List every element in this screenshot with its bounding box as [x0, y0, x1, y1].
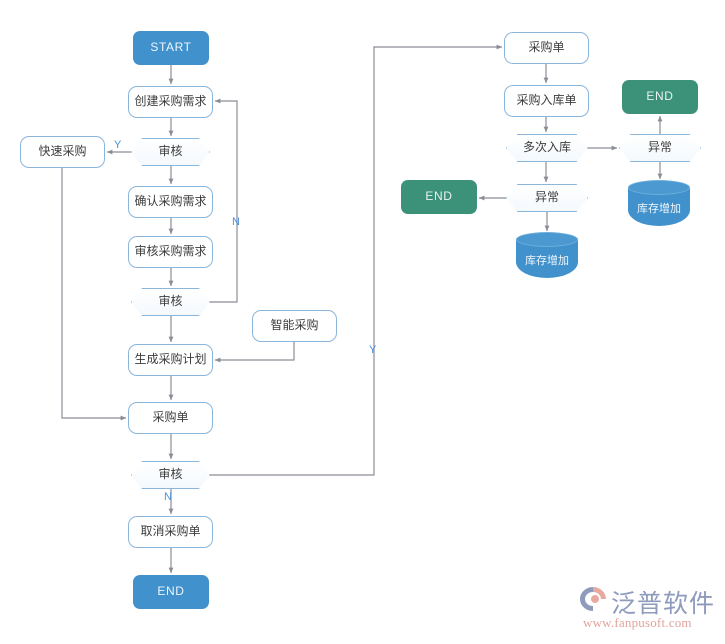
hexagon-shape — [506, 184, 588, 212]
edge-label-y-review1: Y — [114, 139, 122, 151]
node-label: 异常 — [647, 140, 672, 155]
edge-label-n-review2: N — [232, 216, 240, 228]
node-label: 库存增加 — [637, 202, 681, 215]
node-end-middle[interactable]: END — [401, 180, 477, 214]
node-label: 创建采购需求 — [134, 94, 207, 109]
fanpusoft-logo-icon — [580, 587, 606, 611]
watermark-brand: 泛普软件 — [611, 589, 716, 618]
edge-fastbuy-to-po — [61, 168, 127, 421]
node-start[interactable]: START — [133, 31, 209, 65]
node-label: 采购入库单 — [516, 93, 577, 108]
edge-smartbuy-to-genplan — [214, 342, 295, 363]
node-inventory-increase-right[interactable]: 库存增加 — [628, 180, 690, 226]
hexagon-shape — [506, 134, 588, 162]
node-label: END — [425, 189, 453, 204]
node-purchase-order-right[interactable]: 采购单 — [504, 32, 589, 64]
node-review-3[interactable]: 审核 — [131, 461, 210, 489]
node-smart-purchase[interactable]: 智能采购 — [252, 310, 337, 342]
cylinder-top — [516, 232, 578, 247]
edge-review2-n-to-create — [210, 98, 238, 303]
node-label: 取消采购单 — [140, 524, 201, 539]
node-label: 采购单 — [152, 410, 189, 425]
node-multiple-warehousing[interactable]: 多次入库 — [506, 134, 588, 162]
node-purchase-order-left[interactable]: 采购单 — [128, 402, 213, 434]
node-label: END — [646, 89, 674, 104]
watermark-url: www.fanpusoft.com — [583, 615, 692, 630]
node-confirm-purchase-request[interactable]: 确认采购需求 — [128, 186, 213, 218]
node-generate-purchase-plan[interactable]: 生成采购计划 — [128, 344, 213, 376]
node-label: 确认采购需求 — [134, 194, 207, 209]
node-end-bottom[interactable]: END — [133, 575, 209, 609]
hexagon-shape — [619, 134, 701, 162]
node-label: START — [150, 40, 192, 55]
node-label: 审核 — [158, 294, 183, 309]
hexagon-shape — [131, 138, 210, 166]
node-abnormal-bottom[interactable]: 异常 — [506, 184, 588, 212]
node-inventory-increase-bottom[interactable]: 库存增加 — [516, 232, 578, 278]
node-label: 审核 — [158, 467, 183, 482]
node-review-1[interactable]: 审核 — [131, 138, 210, 166]
node-label: 库存增加 — [525, 254, 569, 267]
edge-review3-y-to-po-right — [210, 44, 503, 476]
node-create-purchase-request[interactable]: 创建采购需求 — [128, 86, 213, 118]
hexagon-shape — [131, 461, 210, 489]
node-abnormal-right[interactable]: 异常 — [619, 134, 701, 162]
node-cancel-purchase-order[interactable]: 取消采购单 — [128, 516, 213, 548]
node-label: 智能采购 — [270, 318, 319, 333]
node-label: 多次入库 — [522, 140, 571, 155]
node-label: END — [157, 584, 185, 599]
node-purchase-receipt[interactable]: 采购入库单 — [504, 85, 589, 117]
node-label: 生成采购计划 — [134, 352, 207, 367]
node-end-top-right[interactable]: END — [622, 80, 698, 114]
node-label: 异常 — [534, 190, 559, 205]
node-review-2[interactable]: 审核 — [131, 288, 210, 316]
cylinder-top — [628, 180, 690, 195]
node-audit-purchase-request[interactable]: 审核采购需求 — [128, 236, 213, 268]
node-label: 采购单 — [528, 40, 565, 55]
node-label: 审核 — [158, 144, 183, 159]
edge-label-y-review3: Y — [369, 344, 377, 356]
node-label: 审核采购需求 — [134, 244, 207, 259]
watermark: 泛普软件 www.fanpusoft.com — [577, 582, 717, 638]
node-fast-purchase[interactable]: 快速采购 — [20, 136, 105, 168]
node-label: 快速采购 — [38, 144, 87, 159]
hexagon-shape — [131, 288, 210, 316]
edge-label-n-review3: N — [164, 491, 172, 503]
